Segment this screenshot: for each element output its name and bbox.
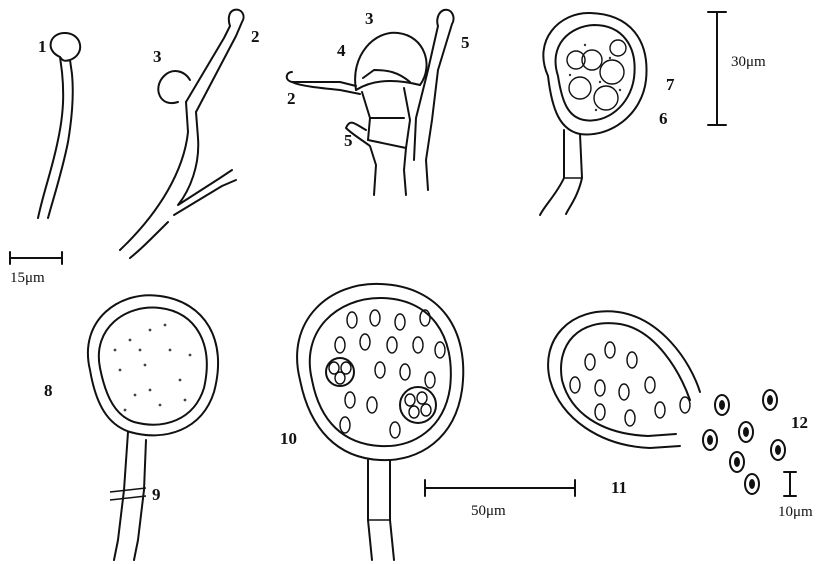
label-10: 10: [280, 429, 297, 448]
scale-bar-10: [784, 472, 796, 496]
label-4: 4: [337, 41, 346, 60]
structure-1: [38, 33, 80, 218]
scale-bar-15: [10, 252, 62, 264]
structure-12-spores: [703, 390, 785, 494]
label-5a: 5: [461, 33, 470, 52]
label-3b: 3: [365, 9, 374, 28]
label-9: 9: [152, 485, 161, 504]
scale-bar-30: [708, 12, 726, 125]
structure-6-7: [540, 13, 647, 215]
scale-label-10: 10μm: [778, 504, 813, 520]
structure-10: [297, 284, 463, 560]
scale-label-50: 50μm: [471, 503, 506, 519]
label-3a: 3: [153, 47, 162, 66]
label-5b: 5: [344, 131, 353, 150]
label-2b: 2: [287, 89, 296, 108]
label-7: 7: [666, 75, 675, 94]
structure-2-3: [120, 10, 244, 258]
label-12: 12: [791, 413, 808, 432]
structure-3-4-5: [287, 10, 454, 195]
structure-11: [548, 311, 700, 448]
label-2a: 2: [251, 27, 260, 46]
label-8: 8: [44, 381, 53, 400]
scale-label-30: 30μm: [731, 54, 766, 70]
structure-8-9: [88, 295, 218, 560]
label-11: 11: [611, 478, 627, 497]
scale-label-15: 15μm: [10, 270, 45, 286]
scale-bar-50: [425, 480, 575, 496]
label-6: 6: [659, 109, 668, 128]
label-1: 1: [38, 37, 47, 56]
